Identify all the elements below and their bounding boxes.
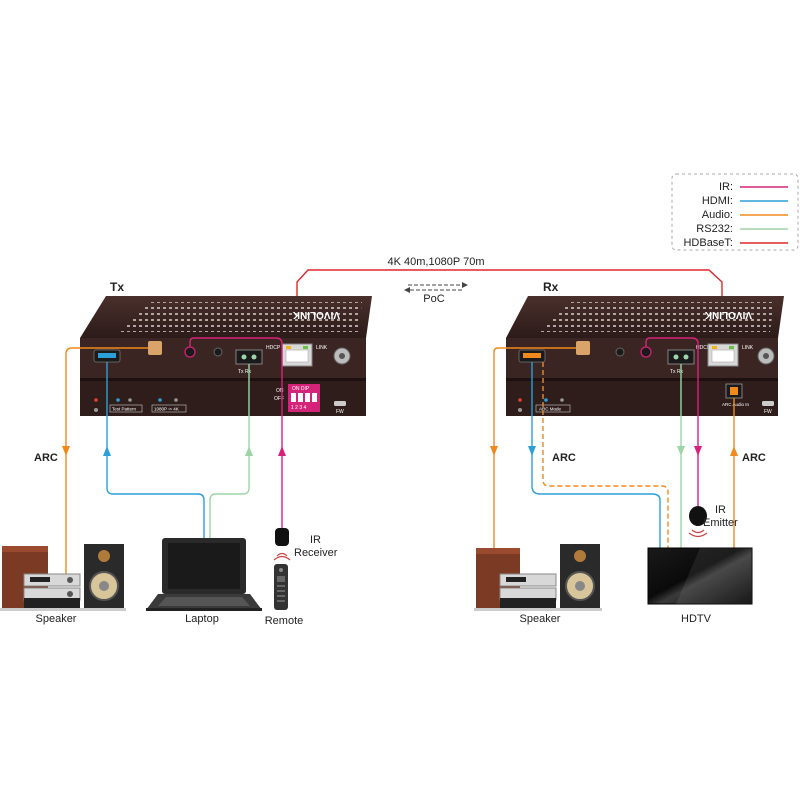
tx-ir-port [184,346,196,358]
ir-emitter-label-1: IR [715,504,726,516]
rx-led-power [518,398,522,402]
rx-hdcp-label: HDCP [696,345,711,351]
tx-arc-label: ARC [34,452,58,464]
tx-unit: Tx VIVOLINK Tx Rx HDCP LINK [80,280,372,416]
rx-fw-label: FW [764,409,772,415]
legend-item-hdmi: HDMI: [702,195,788,207]
tx-dip-numbers: 1 2 3 4 [291,405,307,411]
tx-hdmi-cable [106,362,205,540]
legend-label-rs232: RS232: [696,223,733,235]
poc-arrows [404,282,468,293]
legend-label-hdmi: HDMI: [702,195,733,207]
laptop [146,538,262,611]
legend-item-hdbaset: HDBaseT: [683,237,788,249]
link-distance-label: 4K 40m,1080P 70m [387,256,484,268]
rx-txrx-label: Tx Rx [670,369,684,375]
rx-arc-audio-label: ARC Audio In [722,402,750,407]
tx-fw-label: FW [336,409,344,415]
poc-label: PoC [423,293,444,305]
ir-receiver [273,528,291,561]
hdbaset-cable [296,269,723,348]
tx-txrx-label: Tx Rx [238,369,252,375]
rx-cables: ARC ARC [490,337,766,575]
tx-rear-panel [80,338,366,380]
tx-rs232-port [235,349,263,365]
legend-item-rs232: RS232: [696,223,788,235]
tx-dip-on-label: ON [276,388,284,394]
tx-dip-off-label: OFF [274,396,284,402]
tx-dip-title: ON DIP [292,386,310,392]
rx-arc-label-2: ARC [742,452,766,464]
rx-link-label: LINK [742,345,754,351]
rx-ir-cable [645,337,699,508]
rx-brand: VIVOLINK [704,309,752,320]
ir-receiver-label-1: IR [310,534,321,546]
rx-rs232-port [667,349,695,365]
ir-receiver-label-2: Receiver [294,547,338,559]
rx-ir-port [640,346,652,358]
legend-item-ir: IR: [719,181,788,193]
rx-title: Rx [543,280,559,294]
remote-label: Remote [265,615,304,627]
tx-scale-button[interactable] [151,404,187,413]
tx-led-power [94,398,98,402]
rx-hdmi-cable [531,362,661,548]
hdbaset-link: 4K 40m,1080P 70m PoC [296,256,723,348]
rx-arc-mode-label: ARC Mode [539,407,562,412]
tx-scale-label: 1080P ⇒ 4K [154,407,179,412]
hdtv [647,547,753,605]
speaker-right [474,544,602,611]
tx-cables: ARC [34,337,286,575]
tx-link-label: LINK [316,345,328,351]
tx-hdcp-label: HDCP [266,345,281,351]
tx-optical-port [148,341,162,355]
ir-emitter [688,506,708,538]
legend-label-audio: Audio: [702,209,733,221]
tx-fw-port [334,401,346,406]
ir-emitter-label-2: Emitter [703,517,738,529]
hdtv-label: HDTV [681,613,712,625]
legend: IR: HDMI: Audio: RS232: HDBaseT: [671,173,799,251]
speaker-right-label: Speaker [520,613,561,625]
tx-test-pattern-label: Test Pattern [112,407,137,412]
tx-title: Tx [110,280,124,294]
legend-box [671,173,799,251]
speaker-left-label: Speaker [36,613,77,625]
tx-arc-audio-cable [65,347,148,575]
speaker-left [0,544,126,611]
rx-optical-port [576,341,590,355]
legend-item-audio: Audio: [702,209,788,221]
rx-unit: Rx VIVOLINK Tx Rx HDCP LINK ARC Mode [506,280,784,416]
rx-arc-hdmi-return [542,362,669,548]
legend-label-hdbaset: HDBaseT: [683,237,733,249]
rx-arc-label-1: ARC [552,452,576,464]
tx-rs232-cable [209,364,250,540]
laptop-label: Laptop [185,613,219,625]
legend-label-ir: IR: [719,181,733,193]
tx-test-pattern-button[interactable] [109,404,143,413]
tx-dip-switch[interactable]: ON DIP 1 2 3 4 [288,384,320,412]
rx-arc-mode-button[interactable] [535,404,571,413]
tx-ir-cable [189,337,283,530]
remote [274,564,288,610]
rx-arc-audio-cable [493,347,576,575]
rx-fw-port [762,401,774,406]
tx-brand: VIVOLINK [292,309,340,320]
